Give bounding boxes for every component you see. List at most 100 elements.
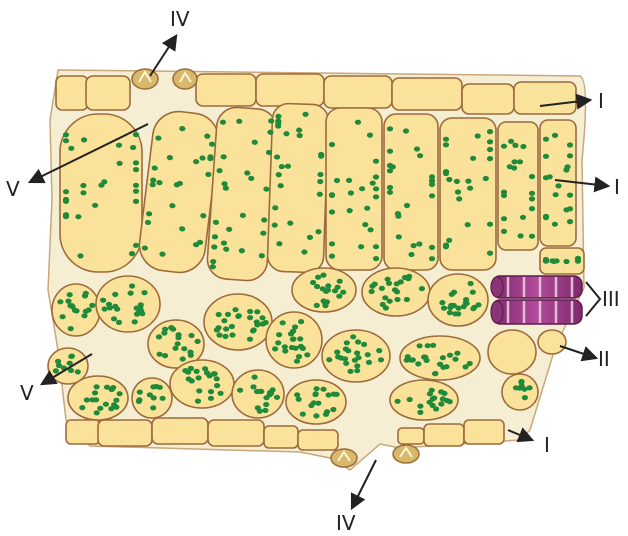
chloroplast [276,332,282,337]
chloroplast [63,197,69,202]
chloroplast [387,185,393,190]
chloroplast [314,284,320,289]
chloroplast [255,405,261,410]
xylem-vessels [491,276,582,324]
chloroplast [405,354,411,359]
chloroplast [81,137,87,142]
chloroplast [65,299,71,304]
chloroplast [56,363,62,368]
chloroplast [527,385,533,390]
label-epidermis-top: I [598,89,604,113]
chloroplast [195,339,201,344]
chloroplast [247,315,253,320]
epidermal-cell [152,418,208,444]
chloroplast [405,276,411,281]
epidermal-cell [264,426,298,448]
chloroplast [130,145,136,150]
chloroplast [92,390,98,395]
chloroplast [362,222,368,227]
chloroplast [440,355,446,360]
chloroplast [447,353,453,358]
chloroplast [150,405,156,410]
spongy-cell [428,274,488,326]
label-epidermis-right: I [614,175,620,199]
chloroplast [417,410,423,415]
chloroplast [250,384,256,389]
label-air-space-upper: V [6,177,20,201]
chloroplast [338,355,344,360]
chloroplast [82,293,88,298]
chloroplast [394,297,400,302]
chloroplast [315,275,321,280]
chloroplast [93,397,99,402]
chloroplast [567,153,573,158]
chloroplast [416,241,422,246]
chloroplast [136,399,142,404]
chloroplast [270,387,276,392]
epidermal-cell [424,424,464,446]
chloroplast [443,137,449,142]
chloroplast [373,256,379,261]
chloroplast [254,322,260,327]
chloroplast [133,243,139,248]
chloroplast [487,129,493,134]
chloroplast [275,340,281,345]
chloroplast [229,324,235,329]
chloroplast [543,154,549,159]
chloroplast [329,142,335,147]
chloroplast [395,399,401,404]
chloroplast [443,364,449,369]
chloroplast [257,389,263,394]
chloroplast [543,214,549,219]
chloroplast [522,395,528,400]
spongy-cell [170,360,234,408]
chloroplast [451,303,457,308]
chloroplast [463,300,469,305]
chloroplast [293,346,299,351]
chloroplast [296,397,302,402]
chloroplast [344,340,350,345]
chloroplast [312,392,318,397]
epidermal-cell [98,420,152,446]
chloroplast [467,186,473,191]
chloroplast [79,405,85,410]
chloroplast [359,186,365,191]
epidermal-cell [208,420,264,446]
chloroplast [517,159,523,164]
chloroplast [229,332,235,337]
chloroplast [440,396,446,401]
chloroplast [320,273,326,278]
chloroplast [429,245,435,250]
chloroplast [365,352,371,357]
chloroplast [92,203,98,208]
chloroplast [77,253,83,258]
chloroplast [501,229,507,234]
chloroplast [214,383,220,388]
chloroplast [552,133,558,138]
chloroplast [188,333,194,338]
chloroplast [216,312,222,317]
chloroplast [456,196,462,201]
label-stoma-top: IV [170,7,190,31]
chloroplast [254,309,260,314]
chloroplast [160,396,166,401]
chloroplast [575,256,581,261]
chloroplast [133,132,139,137]
chloroplast [208,389,214,394]
label-phloem: II [598,347,610,371]
epidermal-cell [298,430,338,450]
chloroplast [408,252,414,257]
chloroplast [180,356,186,361]
chloroplast [395,214,401,219]
chloroplast [206,373,212,378]
chloroplast [432,371,438,376]
chloroplast [274,395,280,400]
chloroplast [567,219,573,224]
chloroplast [117,161,123,166]
chloroplast [325,288,331,293]
chloroplast [100,298,106,303]
chloroplast [348,190,354,195]
chloroplast [441,306,447,311]
chloroplast [355,339,361,344]
chloroplast [529,191,535,196]
